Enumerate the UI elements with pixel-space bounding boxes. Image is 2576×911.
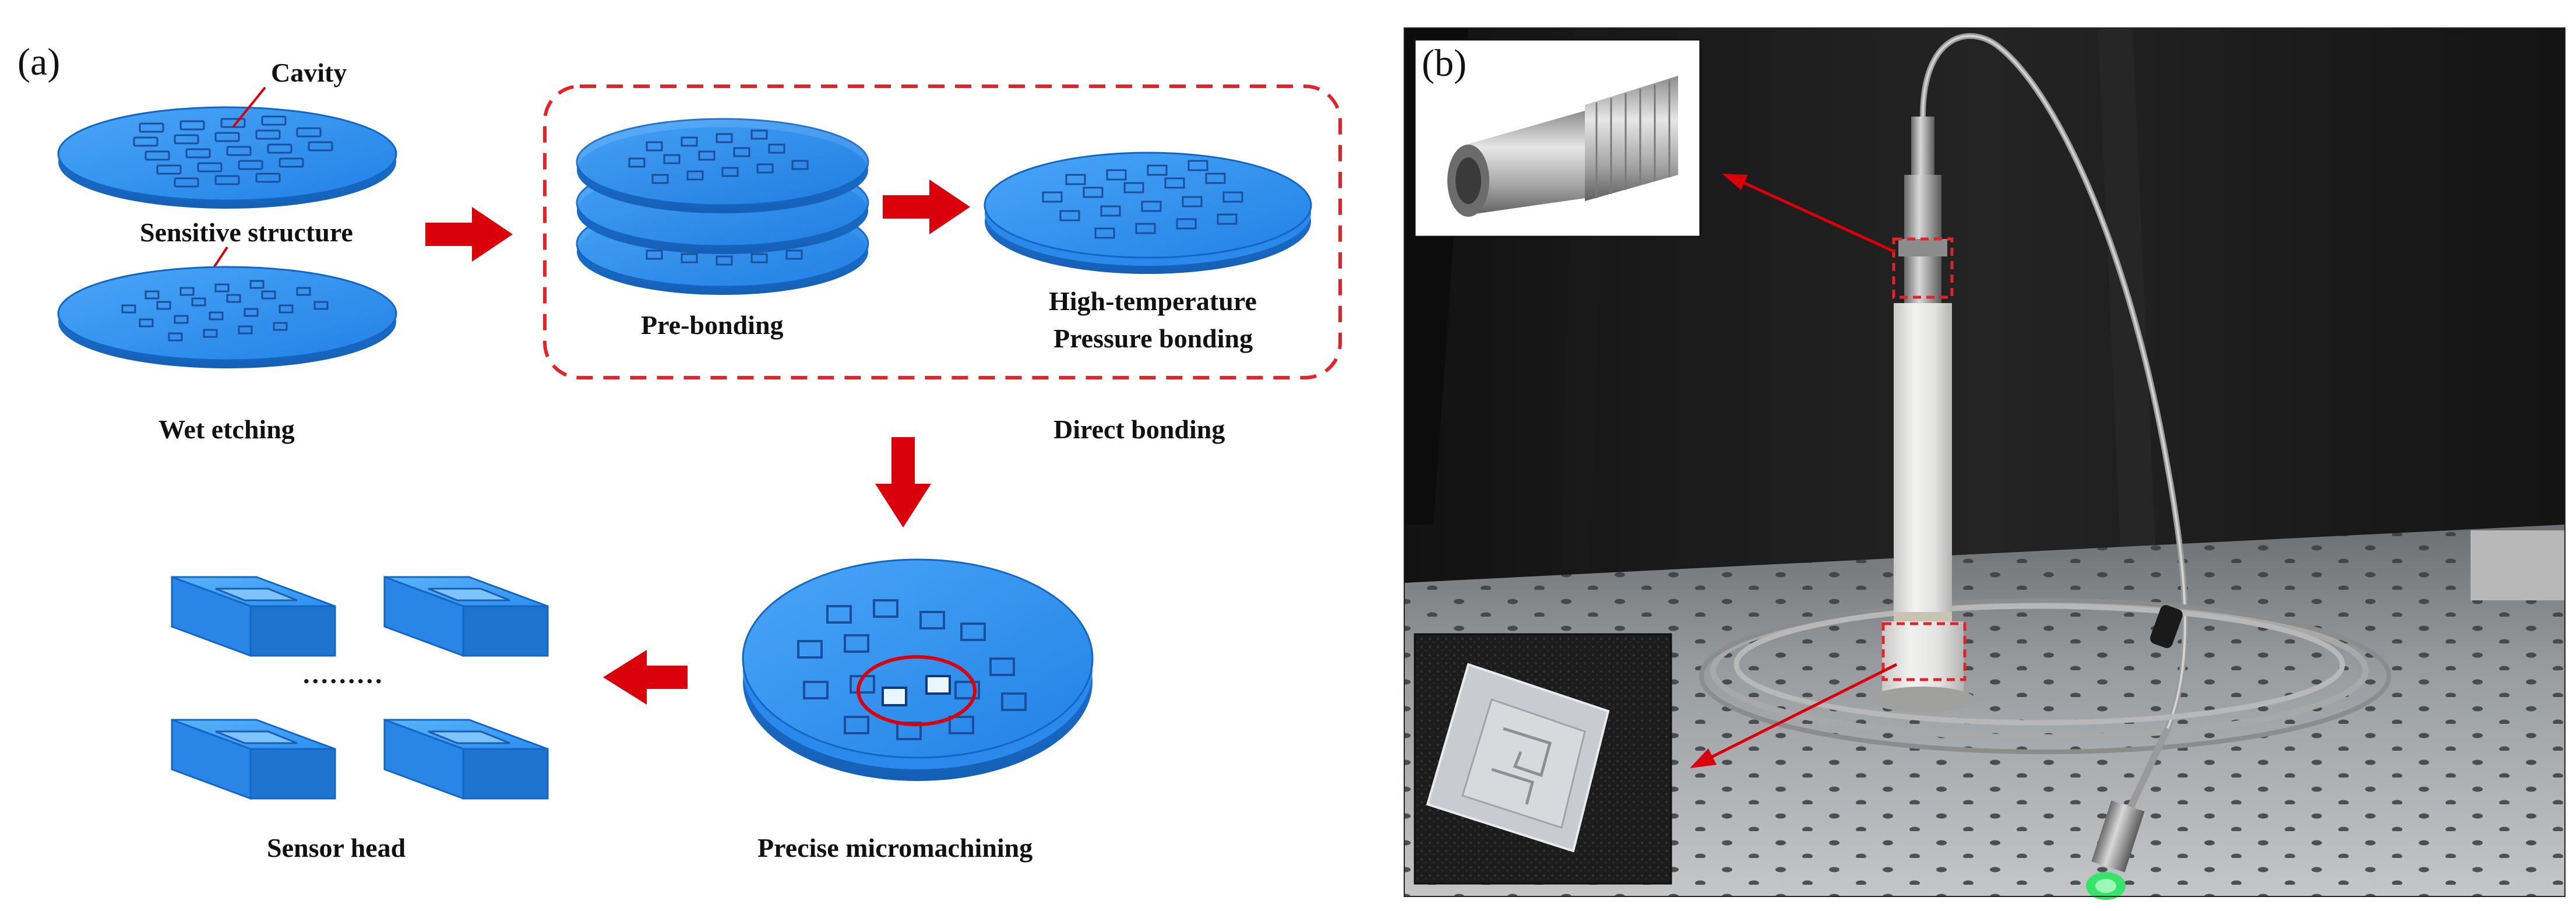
arrow-left xyxy=(603,650,688,705)
panel-a-label: (a) xyxy=(17,41,60,83)
inset-connector xyxy=(1414,38,1701,238)
inset-chip-arrow xyxy=(1709,663,1898,759)
direct-bonding-box xyxy=(543,85,1342,379)
wet-etching-label: Wet etching xyxy=(158,414,295,444)
head-highlight xyxy=(1881,622,1967,681)
inset-connector-arrow xyxy=(1738,179,1896,254)
sensitive-wafer xyxy=(57,266,397,368)
sensor-head-1 xyxy=(171,575,336,657)
panel-b-photo xyxy=(1404,27,2566,900)
bonded-wafer xyxy=(984,152,1312,274)
cavity-wafer xyxy=(57,106,397,209)
arrow-to-bonding xyxy=(425,207,513,262)
cavity-label: Cavity xyxy=(271,58,347,87)
sensor-ellipsis: ......... xyxy=(303,659,385,689)
arrow-down xyxy=(875,437,931,527)
pre-bonding-stack xyxy=(576,118,869,295)
arrow-to-bonded xyxy=(883,180,970,234)
sensor-heads xyxy=(171,575,549,800)
sensitive-pattern xyxy=(121,280,329,342)
cavity-pointer xyxy=(232,86,266,128)
panel-a: (a) Cavity Sensitive structure xyxy=(17,41,1342,863)
high-temperature-label-line1: High-temperature xyxy=(1049,286,1257,316)
micromachining-label: Precise micromachining xyxy=(757,833,1032,863)
sensitive-structure-label: Sensitive structure xyxy=(140,217,353,247)
high-temperature-label-line2: Pressure bonding xyxy=(1053,323,1253,353)
pre-bonding-label: Pre-bonding xyxy=(641,310,784,340)
direct-bonding-label: Direct bonding xyxy=(1053,414,1225,444)
sensor-head-label: Sensor head xyxy=(267,833,406,863)
panel-b-label: (b) xyxy=(1422,42,1467,85)
connector-highlight xyxy=(1892,237,1954,299)
sensor-head-3 xyxy=(171,718,336,800)
micromachined-wafer xyxy=(742,558,1094,781)
selection-ellipse xyxy=(857,655,977,726)
cavity-pattern xyxy=(133,115,333,188)
sensor-head-2 xyxy=(383,575,549,657)
inset-chip xyxy=(1414,633,1672,885)
sensor-head-4 xyxy=(383,718,549,800)
